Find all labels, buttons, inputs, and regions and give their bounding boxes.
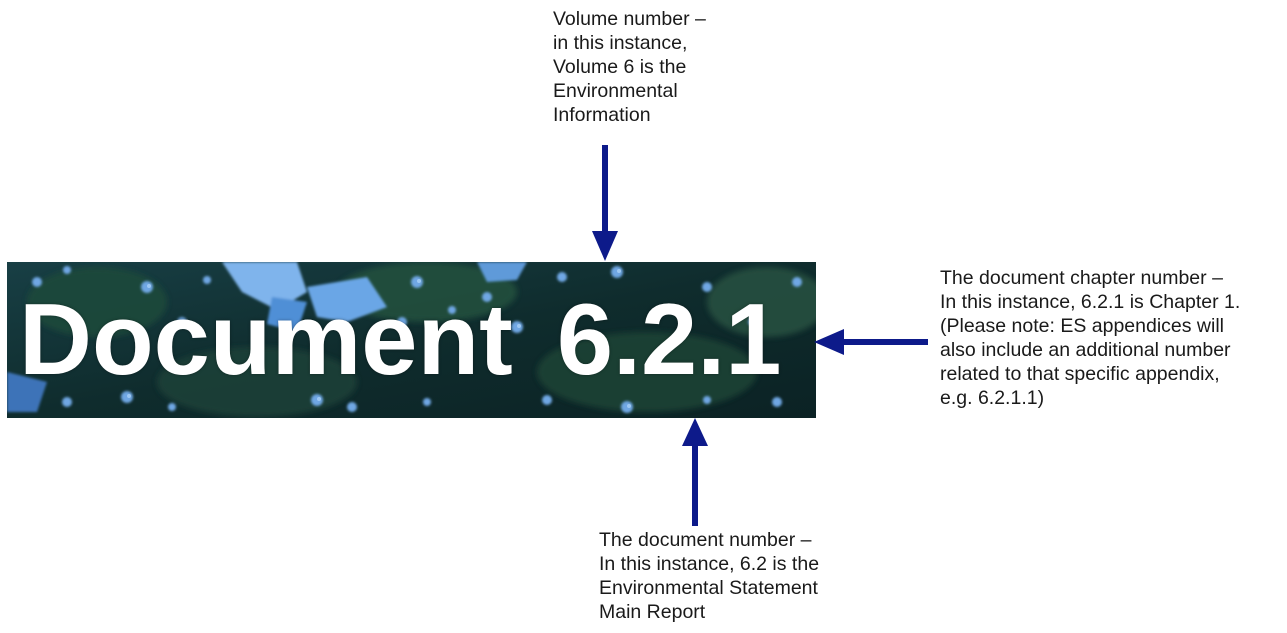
volume-note-line-4: Environmental (553, 80, 678, 102)
chapter-number-note: The document chapter number – In this in… (940, 266, 1240, 410)
foliage-background (7, 262, 816, 418)
chapter-note-line-6: e.g. 6.2.1.1) (940, 387, 1045, 409)
volume-number-note: Volume number – in this instance, Volume… (553, 7, 706, 127)
banner-title: Document 6.2.1 (19, 280, 781, 400)
volume-note-line-1: Volume number – (553, 8, 706, 30)
banner-word: Document (19, 284, 513, 396)
arrow-left-icon (814, 329, 928, 355)
chapter-note-line-2: In this instance, 6.2.1 is Chapter 1. (940, 291, 1241, 313)
document-note-line-3: Environmental Statement (599, 577, 818, 599)
document-number-banner: Document 6.2.1 (7, 262, 816, 418)
volume-note-line-3: Volume 6 is the (553, 56, 687, 78)
arrow-down-icon (592, 145, 618, 261)
volume-note-line-2: in this instance, (553, 32, 688, 54)
document-note-line-4: Main Report (599, 601, 706, 623)
chapter-note-line-4: also include an additional number (940, 339, 1231, 361)
chapter-note-line-3: (Please note: ES appendices will (940, 315, 1224, 337)
document-note-line-2: In this instance, 6.2 is the (599, 553, 820, 575)
arrow-up-icon (682, 418, 708, 526)
document-note-line-1: The document number – (599, 529, 812, 551)
chapter-note-line-1: The document chapter number – (940, 267, 1223, 289)
document-number-note: The document number – In this instance, … (599, 528, 819, 624)
banner-number: 6.2.1 (556, 284, 782, 396)
volume-note-line-5: Information (553, 104, 651, 126)
chapter-note-line-5: related to that specific appendix, (940, 363, 1220, 385)
